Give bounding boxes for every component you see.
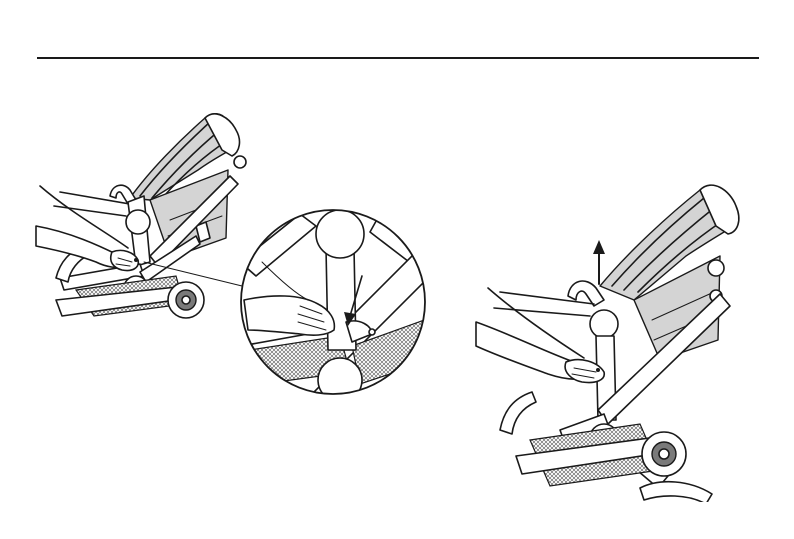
zoom-detail-circle	[230, 210, 440, 410]
stroller-left-illustration	[36, 114, 246, 318]
stroller-right-illustration	[476, 185, 739, 504]
arrow-up-icon	[593, 240, 605, 284]
